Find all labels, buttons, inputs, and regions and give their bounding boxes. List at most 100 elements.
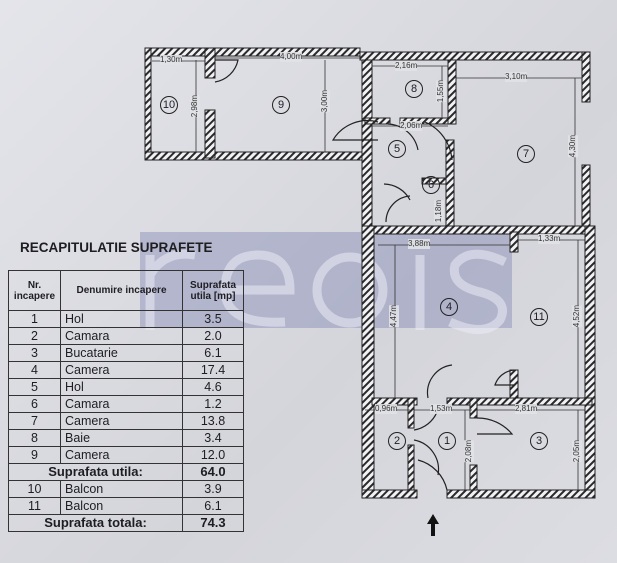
total-area-row: Suprafata totala:74.3 (8, 514, 244, 532)
room-area: 1.2 (182, 395, 244, 413)
room-number: 3 (8, 344, 61, 362)
dimension-label: 2,98m (190, 95, 200, 118)
room-area: 13.8 (182, 412, 244, 430)
room-number-4: 4 (440, 298, 458, 316)
doors (214, 59, 515, 491)
total-area-row-value: 74.3 (182, 514, 244, 532)
wall (445, 139, 455, 231)
wall (144, 151, 371, 161)
room-name: Bucatarie (60, 344, 183, 362)
wall (581, 164, 591, 231)
total-area-row-label: Suprafata totala: (8, 514, 183, 532)
room-number-7: 7 (517, 145, 535, 163)
room-number-1: 1 (438, 432, 456, 450)
room-name: Camara (60, 327, 183, 345)
room-name: Baie (60, 429, 183, 447)
room-name: Camera (60, 361, 183, 379)
wall (447, 59, 457, 125)
dimension-label: 2,06m (400, 121, 423, 131)
dimension-label: 4,47m (389, 305, 399, 328)
room-number-9: 9 (272, 96, 290, 114)
door-swing (385, 195, 411, 223)
wall (509, 231, 519, 253)
room-number-2: 2 (388, 432, 406, 450)
door-swing (426, 364, 453, 399)
room-number-8: 8 (405, 80, 423, 98)
dimension-label: 2,81m (515, 404, 538, 414)
wall (407, 397, 415, 429)
door-swing (476, 417, 514, 435)
door-swing (413, 439, 440, 476)
room-name: Balcon (60, 480, 183, 498)
door-swing (383, 183, 411, 201)
room-name: Camera (60, 446, 183, 464)
room-name: Balcon (60, 497, 183, 515)
wall (144, 47, 152, 159)
room-name: Hol (60, 378, 183, 396)
wall (584, 225, 596, 492)
dimension-label: 4,30m (568, 135, 578, 158)
room-area: 17.4 (182, 361, 244, 379)
dimension-label: 3,00m (320, 90, 330, 113)
room-number: 2 (8, 327, 61, 345)
dimension-label: 1,55m (436, 80, 446, 103)
room-area: 2.0 (182, 327, 244, 345)
room-area: 6.1 (182, 497, 244, 515)
room-number-11: 11 (530, 308, 548, 326)
useful-area-row: Suprafata utila:64.0 (8, 463, 244, 481)
room-number-6: 6 (422, 176, 440, 194)
room-number: 9 (8, 446, 61, 464)
room-name: Hol (60, 310, 183, 328)
dimension-label: 4,00m (280, 52, 303, 62)
wall (361, 489, 418, 499)
dimension-label: 4,52m (572, 305, 582, 328)
room-number: 6 (8, 395, 61, 413)
room-number: 5 (8, 378, 61, 396)
wall (407, 444, 415, 496)
door-swing (331, 119, 379, 141)
table-title: RECAPITULATIE SUPRAFETE (20, 240, 213, 255)
wall (446, 489, 596, 499)
room-name: Camera (60, 412, 183, 430)
room-number: 10 (8, 480, 61, 498)
dimension-label: 1,18m (434, 200, 444, 223)
room-area: 3.9 (182, 480, 244, 498)
door-swing (387, 123, 419, 151)
header-nr: Nr. incapere (8, 270, 61, 311)
room-number-10: 10 (160, 96, 178, 114)
room-number-5: 5 (388, 140, 406, 158)
room-area: 3.4 (182, 429, 244, 447)
dimension-label: 1,33m (538, 234, 561, 244)
door-swing (214, 59, 239, 83)
dimension-label: 1,30m (160, 55, 183, 65)
room-area: 12.0 (182, 446, 244, 464)
wall (361, 225, 375, 499)
wall (359, 51, 591, 61)
room-number: 4 (8, 361, 61, 379)
dimension-label: 1,53m (430, 404, 453, 414)
room-name: Camara (60, 395, 183, 413)
room-number: 11 (8, 497, 61, 515)
wall (361, 225, 593, 235)
useful-area-row-label: Suprafata utila: (8, 463, 183, 481)
room-number: 7 (8, 412, 61, 430)
header-area: Suprafata utila [mp] (182, 270, 244, 311)
dimension-label: 2,05m (572, 440, 582, 463)
arrow-up-icon (427, 514, 439, 536)
dimension-label: 0,96m (375, 404, 398, 414)
room-area: 6.1 (182, 344, 244, 362)
wall (361, 59, 373, 231)
room-area: 4.6 (182, 378, 244, 396)
wall (581, 51, 591, 103)
